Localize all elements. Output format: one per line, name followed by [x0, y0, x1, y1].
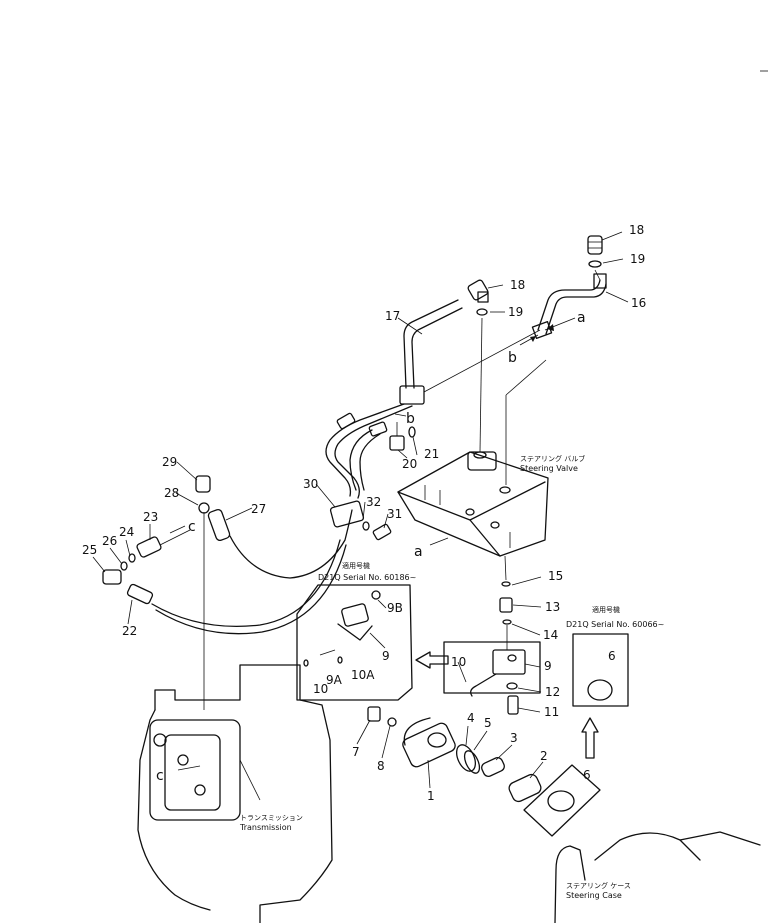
bolt-31 [372, 523, 392, 541]
steering-valve-jp-label: ステアリング バルブ [520, 454, 585, 463]
callout-22: 22 [122, 624, 137, 638]
callout-32: 32 [366, 495, 381, 509]
flange-1 [402, 717, 456, 768]
callout-19-center: 19 [508, 305, 523, 319]
transmission [137, 664, 333, 923]
callout-6: 6 [583, 768, 591, 782]
callout-27: 27 [251, 502, 266, 516]
callout-8: 8 [377, 759, 385, 773]
callout-12: 12 [545, 685, 560, 699]
steering-valve-en-label: Steering Valve [520, 464, 578, 473]
callout-numbers: 1 2 3 4 5 6 6 7 8 9 9 9A 9B 10 10 10A 11… [82, 223, 646, 803]
component-labels: ステアリング バルブ Steering Valve トランスミッション Tran… [239, 454, 631, 900]
fitting-13 [499, 581, 513, 625]
steering-case-jp-label: ステアリング ケース [566, 881, 631, 890]
callout-10: 10 [451, 655, 466, 669]
view-letter-b-top: b [508, 350, 517, 366]
callout-20: 20 [402, 457, 417, 471]
callout-9A: 9A [326, 673, 343, 687]
callout-9: 9 [544, 659, 552, 673]
callout-26: 26 [102, 534, 117, 548]
callout-28: 28 [164, 486, 179, 500]
o-ring-4-5 [455, 744, 481, 774]
callout-11: 11 [544, 705, 559, 719]
callout-23: 23 [143, 510, 158, 524]
callout-1: 1 [427, 789, 435, 803]
callout-7: 7 [352, 745, 360, 759]
serial-notes: 適用号機 D21Q Serial No. 60186~ 適用号機 D21Q Se… [318, 561, 664, 629]
spring-3 [481, 757, 505, 777]
block-9-center [443, 641, 541, 697]
open-arrow-left [415, 651, 449, 669]
transmission-en-label: Transmission [239, 823, 292, 832]
view-letter-c-left: c [188, 519, 196, 535]
callout-31: 31 [387, 507, 402, 521]
callout-18-center: 18 [510, 278, 525, 292]
hose-27 [207, 508, 353, 579]
callout-3: 3 [510, 731, 518, 745]
spool-2 [508, 773, 542, 803]
pipe-17 [325, 299, 463, 499]
serial-left-en: D21Q Serial No. 60186~ [318, 573, 416, 582]
fitting-18-center [467, 279, 489, 316]
callout-6-box: 6 [608, 649, 616, 663]
bolt-7 [367, 706, 397, 727]
fitting-23 [136, 536, 162, 558]
view-letter-b-middle: b [406, 411, 415, 427]
serial-right-en: D21Q Serial No. 60066~ [566, 620, 664, 629]
gasket-6-lower [523, 764, 601, 837]
callout-10-box: 10 [313, 682, 328, 696]
callout-10A: 10A [351, 668, 375, 682]
steering-case [554, 831, 761, 923]
hose-22 [126, 539, 347, 635]
callout-24: 24 [119, 525, 134, 539]
callout-14: 14 [543, 628, 558, 642]
callout-18-right: 18 [629, 223, 644, 237]
callout-19-right: 19 [630, 252, 645, 266]
pipe-16 [531, 273, 607, 340]
serial-left-jp: 適用号機 [342, 561, 370, 570]
view-letter-a-top: a [577, 310, 586, 326]
serial-right-jp: 適用号機 [592, 605, 620, 614]
callout-15: 15 [548, 569, 563, 583]
bolt-11 [506, 682, 519, 715]
leader-lines [92, 231, 629, 789]
callout-2: 2 [540, 749, 548, 763]
callout-9-box: 9 [382, 649, 390, 663]
steering-case-en-label: Steering Case [566, 891, 622, 900]
callout-4: 4 [467, 711, 475, 725]
callout-5: 5 [484, 716, 492, 730]
view-letter-a-bottom: a [414, 544, 423, 560]
callout-25: 25 [82, 543, 97, 557]
callout-21: 21 [424, 447, 439, 461]
fitting-18-right [587, 235, 603, 268]
callout-9B: 9B [387, 601, 403, 615]
fitting-29 [195, 475, 211, 710]
callout-16: 16 [631, 296, 646, 310]
open-arrow-up [581, 717, 599, 759]
callout-17: 17 [385, 309, 400, 323]
detail-box-left [296, 584, 413, 701]
callout-30: 30 [303, 477, 318, 491]
callout-29: 29 [162, 455, 177, 469]
fitting-25 [102, 553, 136, 585]
bolt-20 [389, 422, 416, 451]
callout-13: 13 [545, 600, 560, 614]
view-letters: a a b b c c [156, 310, 586, 784]
detail-box-right [572, 633, 629, 707]
transmission-jp-label: トランスミッション [240, 814, 303, 822]
view-letter-c-trans: c [156, 768, 164, 784]
